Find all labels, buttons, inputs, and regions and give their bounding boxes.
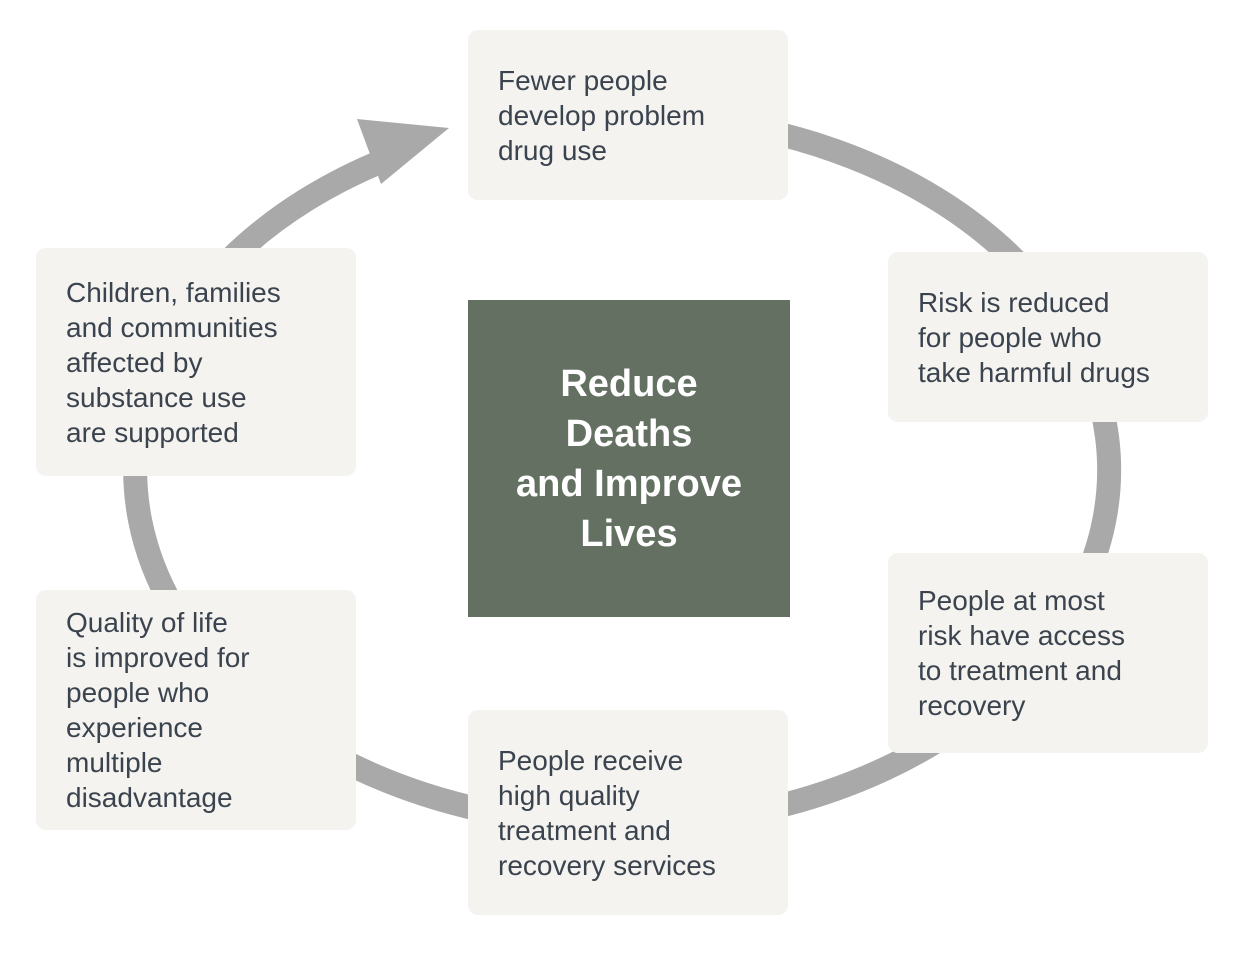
cycle-node-label: People at most risk have access to treat… (918, 585, 1125, 721)
cycle-node-top: Fewer people develop problem drug use (468, 30, 788, 200)
cycle-node-left-upper: Children, families and communities affec… (36, 248, 356, 476)
cycle-node-left-lower: Quality of life is improved for people w… (36, 590, 356, 830)
cycle-node-label: Quality of life is improved for people w… (66, 607, 250, 813)
cycle-arrowhead-icon (357, 119, 449, 184)
center-goal-box: Reduce Deaths and Improve Lives (468, 300, 790, 617)
cycle-node-label: Risk is reduced for people who take harm… (918, 286, 1150, 388)
cycle-node-right-upper: Risk is reduced for people who take harm… (888, 252, 1208, 422)
cycle-node-bottom: People receive high quality treatment an… (468, 710, 788, 915)
cycle-node-right-lower: People at most risk have access to treat… (888, 553, 1208, 753)
cycle-node-label: Fewer people develop problem drug use (498, 64, 706, 166)
cycle-node-label: Children, families and communities affec… (66, 276, 281, 448)
center-goal-label: Reduce Deaths and Improve Lives (516, 362, 742, 555)
cycle-node-label: People receive high quality treatment an… (498, 744, 716, 881)
